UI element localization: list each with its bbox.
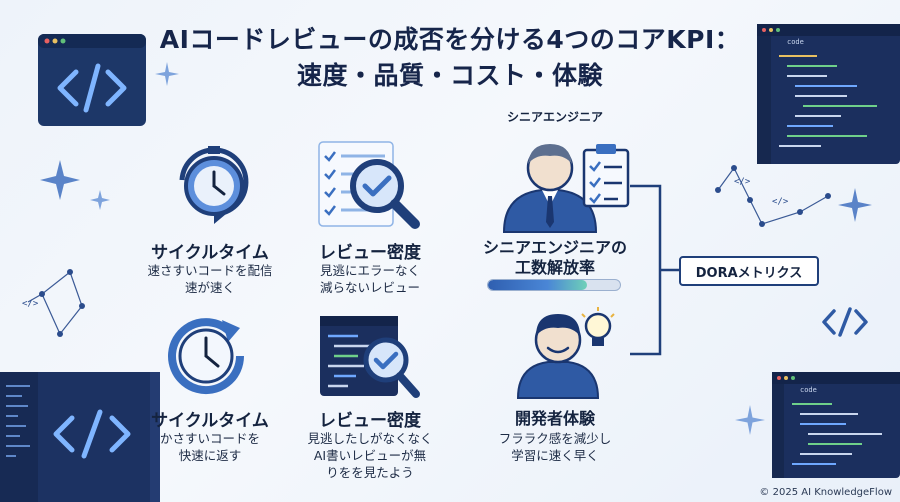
dora-bracket-lines bbox=[630, 184, 680, 356]
code-brackets-panel-top-left bbox=[38, 34, 146, 126]
svg-text:</>: </> bbox=[772, 197, 789, 207]
sparkle-icon-left bbox=[40, 160, 110, 210]
page-title: AIコードレビューの成否を分ける4つのコアKPI： 速度・品質・コスト・体験 bbox=[150, 22, 750, 94]
svg-text:code: code bbox=[800, 386, 817, 394]
senior-engineer-icon bbox=[502, 144, 630, 233]
code-brackets-icon bbox=[57, 63, 127, 113]
code-magnifier-icon bbox=[320, 316, 420, 398]
code-window-bottom-right: code bbox=[772, 372, 900, 478]
constellation-left: </> bbox=[22, 269, 85, 337]
sparkle-icon-bottom-right bbox=[735, 405, 765, 435]
lightbulb-icon bbox=[581, 307, 615, 346]
sparkle-icon-small bbox=[155, 62, 179, 86]
card-1-label: サイクルタイム bbox=[151, 243, 269, 263]
card-2-desc: 見逃にエラーなく減らないレビュー bbox=[319, 263, 420, 295]
senior-progress-bar bbox=[487, 279, 621, 291]
magnifier-checklist-icon bbox=[318, 141, 420, 229]
senior-title: シニアエンジニアの工数解放率 bbox=[482, 238, 627, 277]
constellation-right: </> </> bbox=[715, 165, 831, 227]
code-window-top-right: code bbox=[757, 24, 900, 164]
card-1-desc: 速さすいコードを配信速が速く bbox=[147, 263, 273, 295]
card-3-desc: かさすいコードを快速に返す bbox=[159, 431, 260, 463]
title-line-1: AIコードレビューの成否を分ける4つのコアKPI： bbox=[159, 25, 741, 54]
code-brackets-icon-right bbox=[822, 307, 868, 337]
code-panel-bottom-left bbox=[0, 372, 160, 502]
card-4-label: レビュー密度 bbox=[319, 411, 421, 431]
title-line-2: 速度・品質・コスト・体験 bbox=[296, 61, 603, 90]
senior-top-label: シニアエンジニア bbox=[506, 110, 603, 124]
developer-icon bbox=[516, 314, 600, 399]
card-2-label: レビュー密度 bbox=[319, 243, 421, 263]
developer-title: 開発者体験 bbox=[514, 409, 595, 428]
stopwatch-icon bbox=[179, 146, 249, 224]
sparkle-icon-right bbox=[838, 188, 872, 222]
clock-refresh-icon bbox=[168, 318, 244, 395]
footer-copyright: © 2025 AI KnowledgeFlow bbox=[759, 487, 892, 498]
card-3-label: サイクルタイム bbox=[151, 411, 269, 431]
code-brackets-icon bbox=[53, 409, 131, 459]
svg-text:</>: </> bbox=[22, 299, 39, 309]
dora-metrics-badge: DORAメトリクス bbox=[679, 256, 819, 286]
senior-progress-fill bbox=[488, 280, 587, 290]
svg-text:</>: </> bbox=[734, 177, 751, 187]
svg-text:code: code bbox=[787, 38, 804, 46]
developer-desc: フララク感を減少し学習に速く早く bbox=[498, 431, 612, 463]
